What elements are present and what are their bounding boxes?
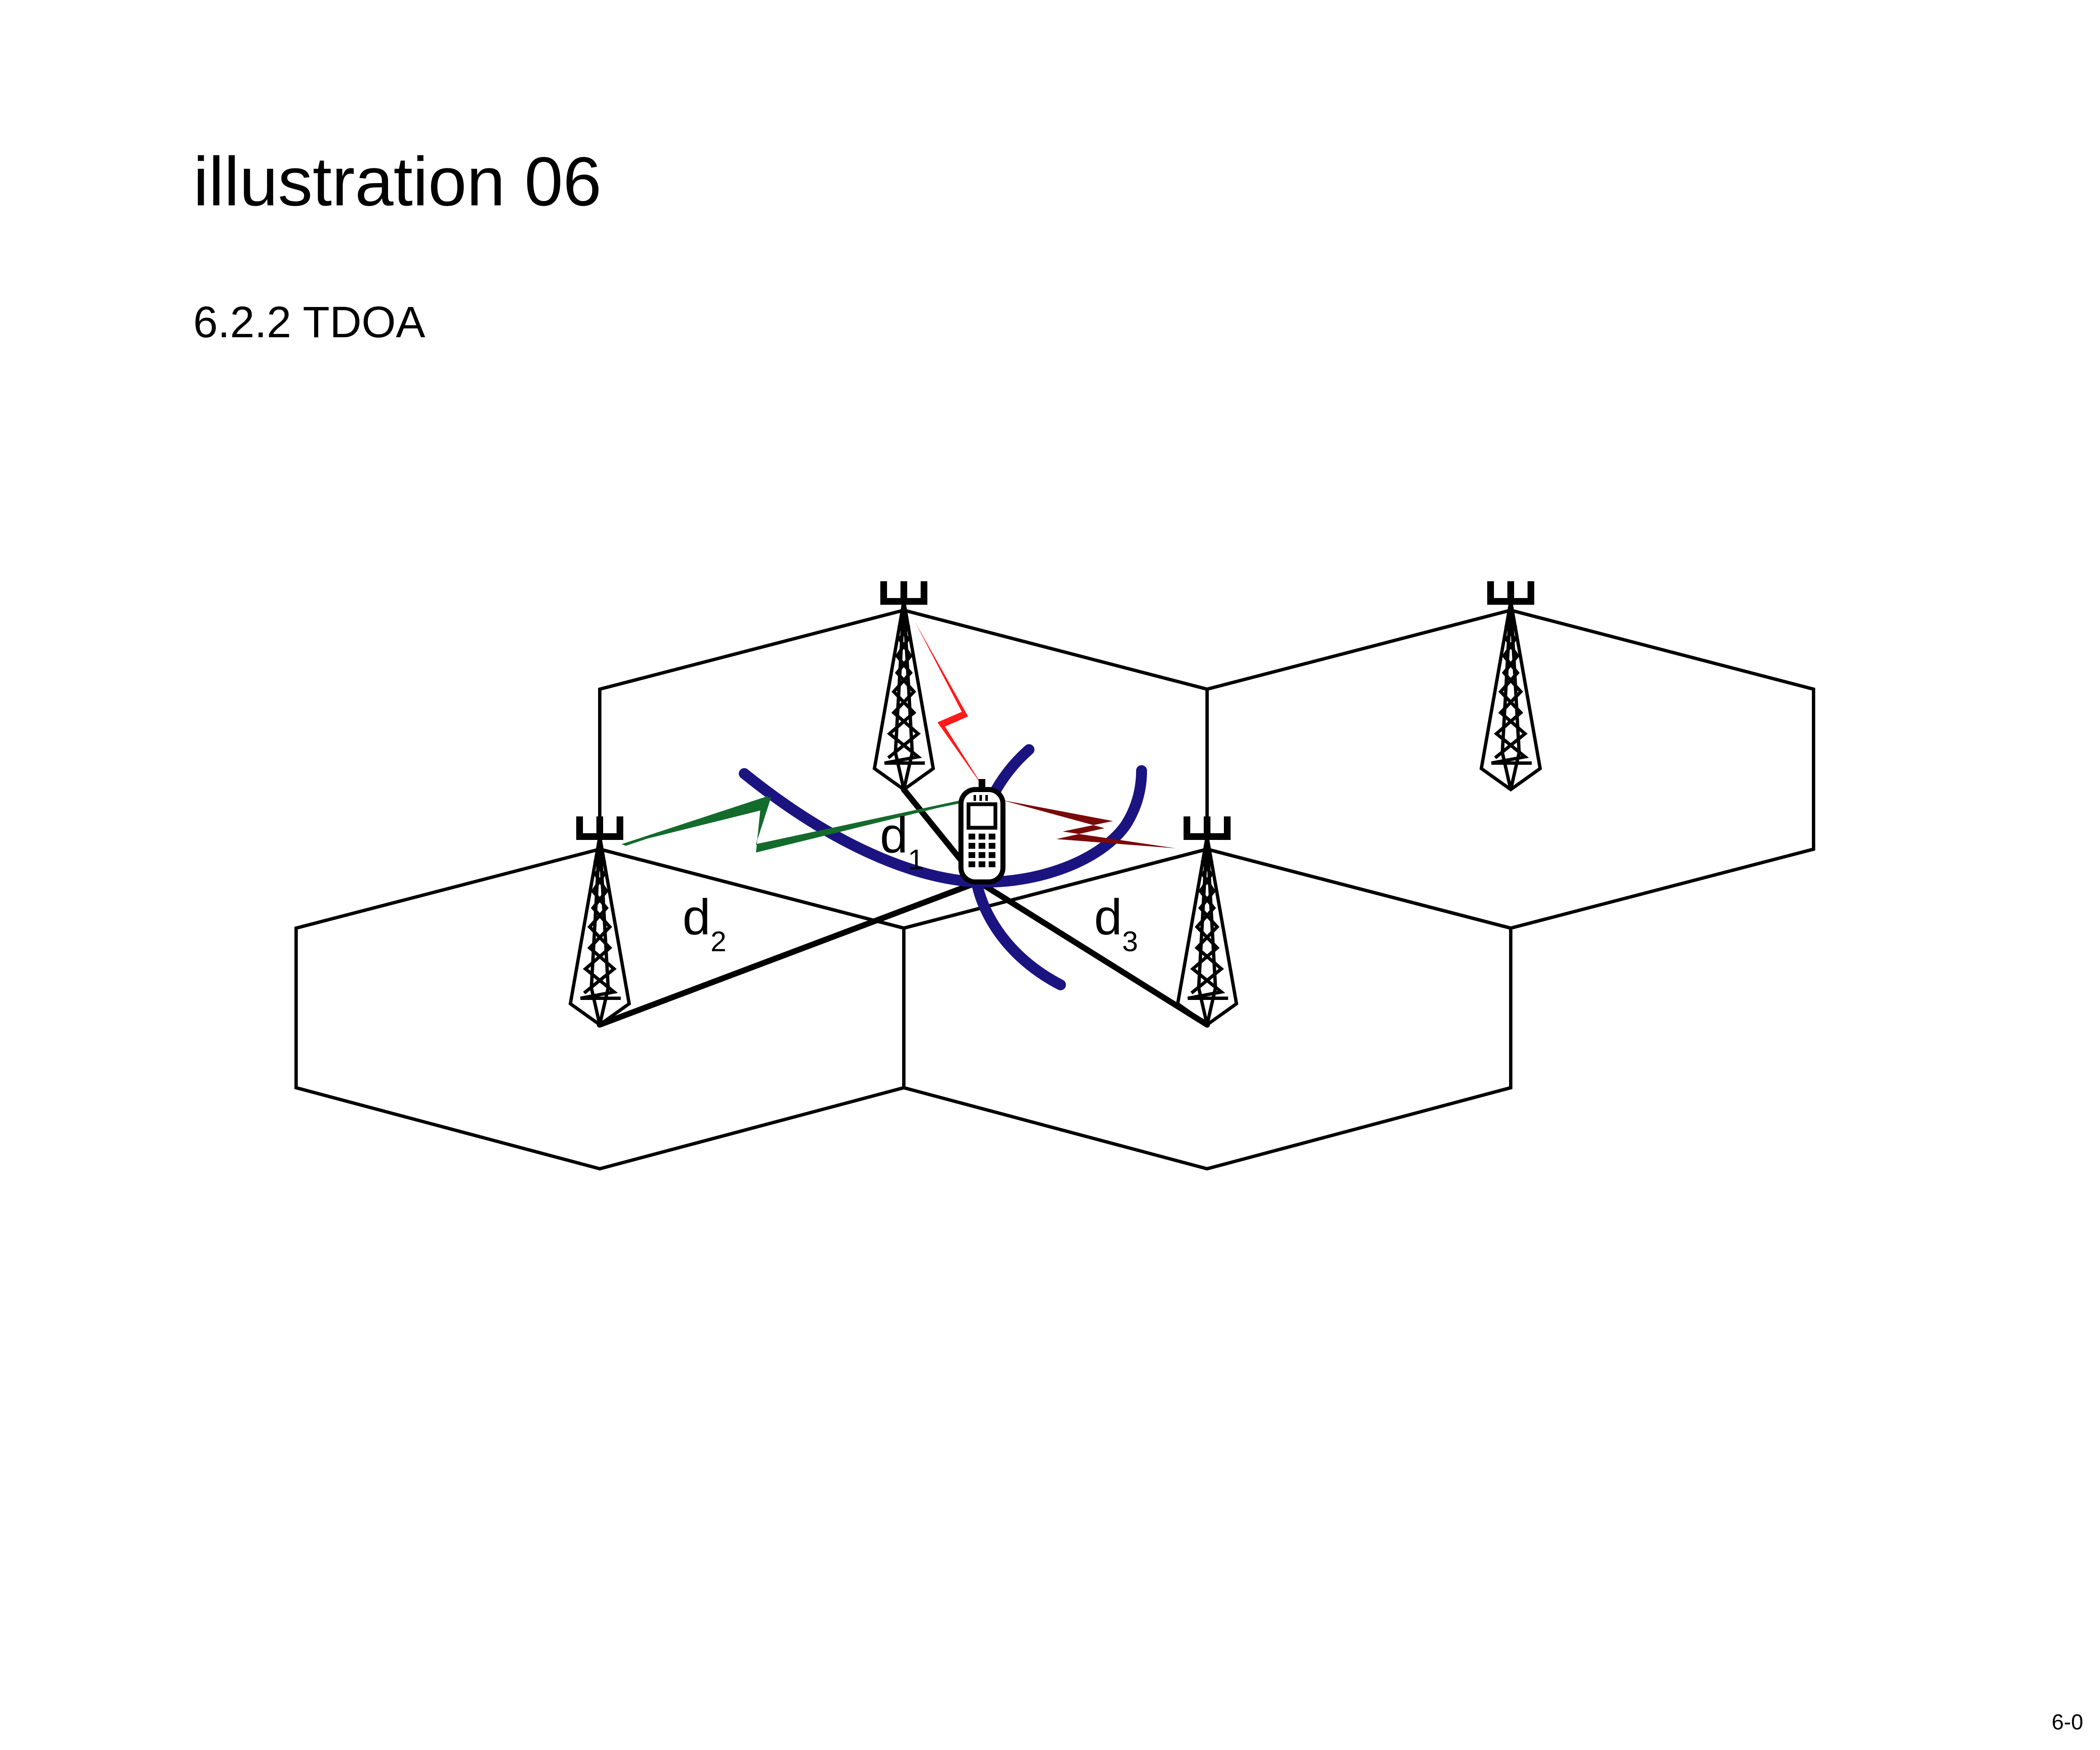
cell-tower-icon (1481, 581, 1540, 790)
distance-label-d2: d2 (682, 889, 727, 958)
cell-top-left (598, 608, 1209, 930)
mobile-phone-icon (958, 779, 1005, 884)
cell-tower-icon (570, 816, 629, 1025)
lightning-signal-icon (915, 622, 985, 790)
cell-tower-icon (874, 581, 933, 790)
page-title: illustration 06 (193, 143, 602, 220)
cell-top-right (1205, 608, 1815, 930)
lightning-signal-icon (1002, 800, 1176, 848)
section-subtitle: 6.2.2 TDOA (193, 298, 425, 347)
hyperbola-curve-left (739, 765, 1147, 888)
distance-line-d3 (976, 879, 1210, 1028)
distance-label-d1: d1 (880, 807, 924, 876)
distance-label-d3: d3 (1094, 889, 1138, 958)
cell-tower-icon (1178, 816, 1236, 1025)
lightning-signal-icon (622, 797, 964, 853)
page-number: 6-0 (2051, 1710, 2083, 1734)
distance-line-d2 (597, 879, 982, 1028)
